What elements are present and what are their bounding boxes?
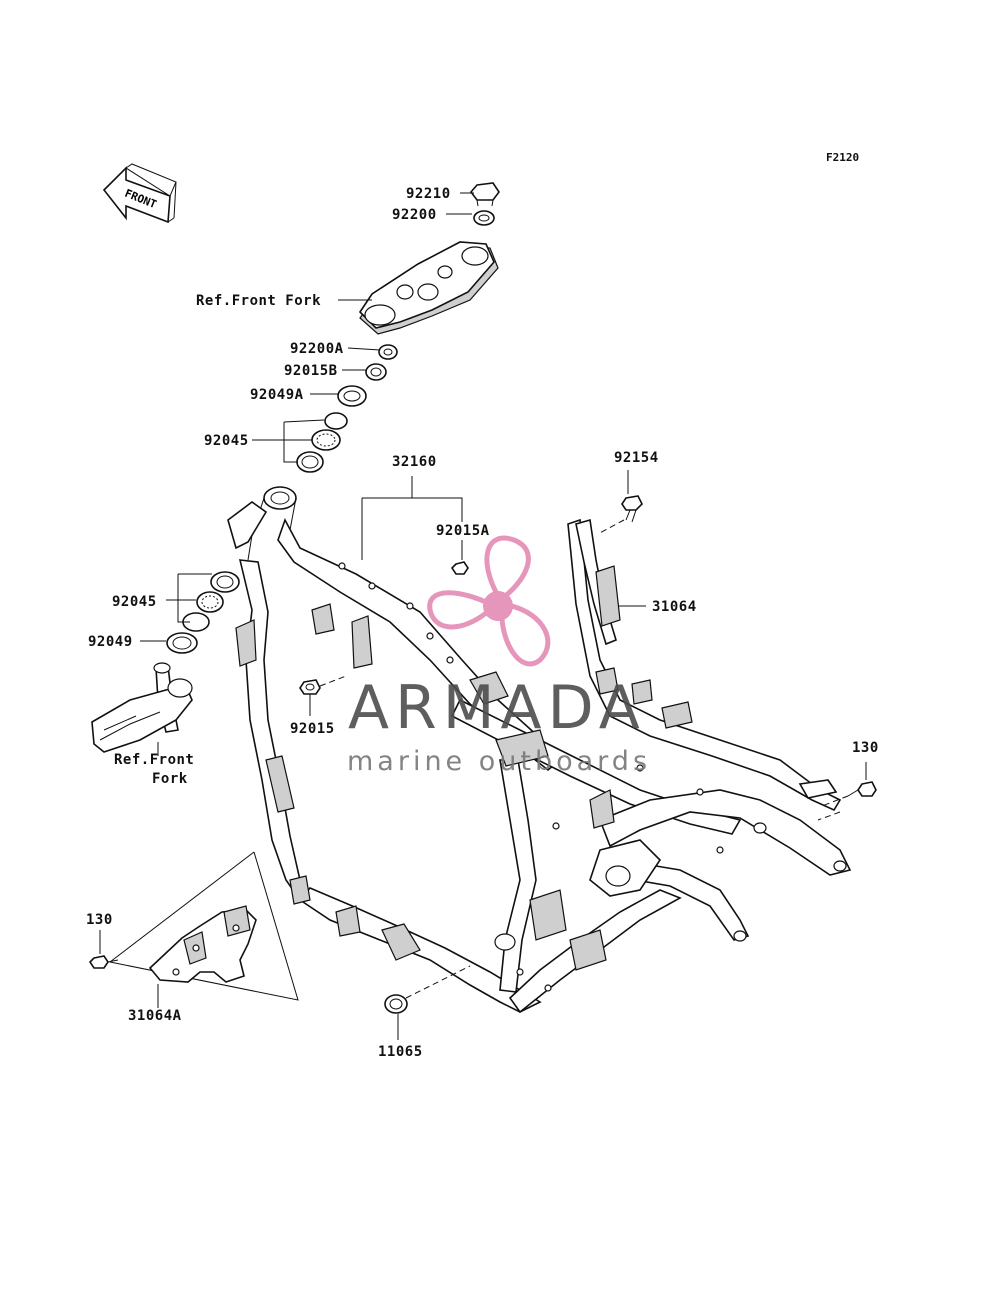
label-92049A: 92049A — [250, 387, 304, 403]
washer-92200A — [378, 344, 398, 360]
leader-lines — [99, 192, 867, 1040]
label-130-right: 130 — [852, 740, 879, 756]
bolt-130-left — [88, 955, 119, 969]
label-92200A: 92200A — [290, 341, 344, 357]
figure-code: F2120 — [826, 151, 859, 164]
label-11065: 11065 — [378, 1044, 423, 1060]
label-32160: 32160 — [392, 454, 437, 470]
upper-fork-bracket — [358, 241, 499, 335]
lower-fork-bracket — [91, 662, 193, 753]
cap-nut-92210 — [469, 182, 500, 207]
armada-watermark: ARMADA marine outboards — [347, 535, 651, 777]
race-92045-lower-a — [210, 571, 240, 593]
nut-92015B — [365, 363, 387, 381]
inset-bracket-31064A — [109, 851, 299, 1001]
label-92015B: 92015B — [284, 363, 338, 379]
seal-92049 — [166, 632, 198, 654]
label-92200: 92200 — [392, 207, 437, 223]
label-130-left: 130 — [86, 912, 113, 928]
main-frame-32160 — [227, 486, 852, 1014]
watermark-brand: ARMADA — [348, 673, 646, 743]
label-92015A: 92015A — [436, 523, 490, 539]
watermark-tagline: marine outboards — [347, 746, 651, 777]
label-ref-front-fork-bottom-2: Fork — [152, 771, 188, 787]
label-31064A: 31064A — [128, 1008, 182, 1024]
label-92015: 92015 — [290, 721, 335, 737]
bolt-92154 — [621, 495, 643, 523]
seal-92049A — [337, 385, 367, 407]
nut-92015 — [299, 679, 321, 695]
race-lower — [296, 451, 324, 473]
bearing-92045-upper — [311, 429, 341, 451]
label-92210: 92210 — [406, 186, 451, 202]
label-31064: 31064 — [652, 599, 697, 615]
nut-92015A — [450, 561, 469, 575]
front-direction-arrow: FRONT — [102, 163, 177, 224]
label-92045-top: 92045 — [204, 433, 249, 449]
washer-92200 — [473, 210, 495, 226]
bolt-130-right — [847, 781, 877, 797]
clamp-11065 — [384, 994, 408, 1014]
label-92154: 92154 — [614, 450, 659, 466]
label-92045-lower: 92045 — [112, 594, 157, 610]
bearing-92045-lower — [196, 591, 224, 613]
label-ref-front-fork-bottom-1: Ref.Front — [114, 752, 194, 768]
race-upper — [324, 412, 348, 430]
propeller-logo-icon — [427, 535, 551, 667]
label-92049: 92049 — [88, 634, 133, 650]
label-ref-front-fork-top: Ref.Front Fork — [196, 293, 321, 309]
